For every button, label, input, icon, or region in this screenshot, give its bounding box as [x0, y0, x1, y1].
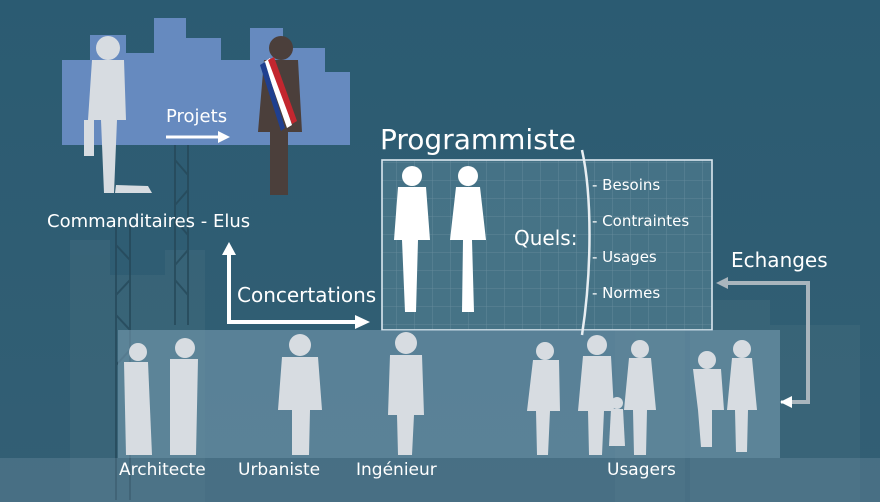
need-contraintes: - Contraintes — [592, 212, 690, 230]
labels-strip — [0, 458, 880, 502]
projets-label: Projets — [166, 106, 228, 127]
need-normes: - Normes — [592, 284, 661, 302]
echanges-arrow — [716, 277, 810, 408]
usagers-label: Usagers — [607, 460, 676, 480]
commanditaire-figure — [84, 36, 152, 193]
commanditaires-elus-label: Commanditaires - Elus — [47, 211, 251, 232]
concertations-label: Concertations — [237, 283, 377, 307]
need-usages: - Usages — [592, 248, 657, 266]
needs-brace — [580, 149, 591, 336]
quels-label: Quels: — [514, 226, 578, 250]
programmiste-title: Programmiste — [380, 123, 576, 156]
urbaniste-label: Urbaniste — [238, 460, 321, 480]
ingenieur-label: Ingénieur — [356, 460, 437, 480]
echanges-label: Echanges — [731, 248, 828, 272]
architecte-label: Architecte — [119, 460, 206, 480]
projets-arrow — [166, 131, 230, 143]
stakeholder-figures — [124, 332, 757, 455]
elu-figure — [258, 36, 302, 195]
need-besoins: - Besoins — [592, 176, 661, 194]
programmer-figures — [394, 166, 486, 312]
concertations-arrow — [222, 242, 370, 329]
programmer-grid-lines — [382, 160, 712, 330]
stakeholders-band — [118, 330, 780, 458]
